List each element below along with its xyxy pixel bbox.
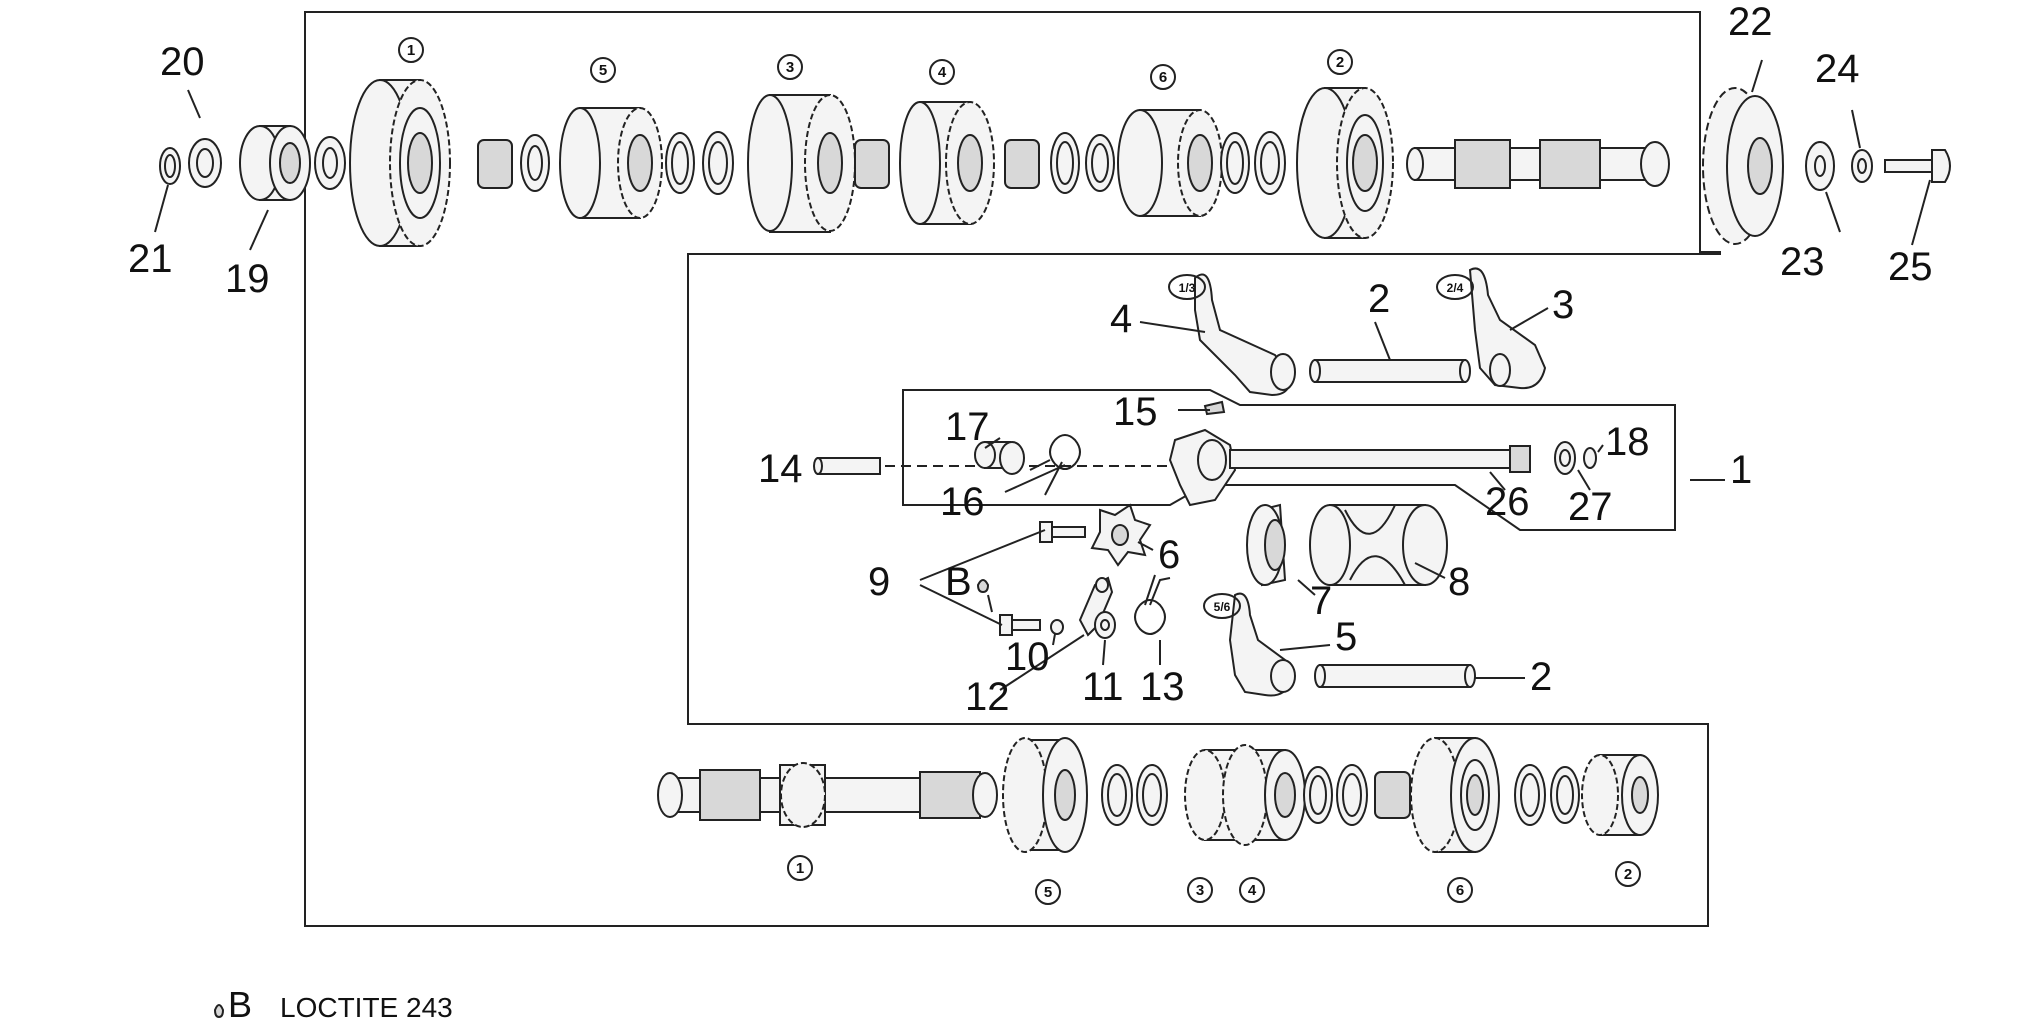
selector-group: [813, 267, 1597, 697]
callout-24: 24: [1815, 47, 1860, 91]
drop-icon: [213, 1004, 225, 1019]
gear-tags-lower: 1 5 3 4 6 2: [787, 855, 1641, 905]
gear-tag-upper-2: 2: [1336, 54, 1344, 71]
callout-8: 8: [1448, 560, 1470, 604]
gear-tag-lower-5: 5: [1044, 884, 1052, 901]
fork-tags: 1/3 2/4 5/6: [1168, 274, 1474, 619]
callout-25: 25: [1888, 245, 1933, 289]
callout-21: 21: [128, 237, 173, 281]
gear-tag-upper-4: 4: [938, 64, 947, 81]
callout-2-upper: 2: [1368, 277, 1390, 321]
diagram-frames: [304, 11, 1721, 927]
gear-tag-lower-6: 6: [1456, 882, 1464, 899]
callout-3: 3: [1552, 283, 1574, 327]
gear-tag-lower-4: 4: [1248, 882, 1257, 899]
callout-23: 23: [1780, 240, 1825, 284]
leader-lines: [154, 59, 1931, 691]
callout-5: 5: [1335, 615, 1357, 659]
legend-letter: B: [228, 984, 252, 1025]
upper-shaft-assembly: [159, 79, 1670, 247]
callout-12: 12: [965, 675, 1010, 719]
legend: B LOCTITE 243: [213, 984, 453, 1025]
callout-4: 4: [1110, 297, 1132, 341]
callout-15: 15: [1113, 390, 1158, 434]
gear-tag-upper-6: 6: [1159, 69, 1167, 86]
callout-14: 14: [758, 447, 803, 491]
gear-tag-lower-1: 1: [796, 860, 804, 877]
callout-10: 10: [1005, 635, 1050, 679]
callout-2-lower: 2: [1530, 655, 1552, 699]
lower-shaft-assembly: [657, 737, 1659, 853]
gear-tag-upper-1: 1: [407, 42, 415, 59]
gear-tag-lower-2: 2: [1624, 866, 1632, 883]
callout-6: 6: [1158, 533, 1180, 577]
callout-22: 22: [1728, 0, 1773, 44]
callout-9: 9: [868, 560, 890, 604]
callout-labels: 1 2 2 3 4 5 6 7 8 9 10 11 12 13 14 15 16…: [128, 0, 1933, 719]
output-sprocket-group: [1702, 87, 1951, 245]
callout-B: B: [945, 560, 972, 604]
callout-19: 19: [225, 257, 270, 301]
callout-16: 16: [940, 480, 985, 524]
gear-tag-upper-5: 5: [599, 62, 607, 79]
fork-tag-2-4: 2/4: [1447, 281, 1464, 295]
callout-20: 20: [160, 40, 205, 84]
callout-13: 13: [1140, 665, 1185, 709]
callout-26: 26: [1485, 480, 1530, 524]
callout-11: 11: [1082, 665, 1124, 709]
callout-17: 17: [945, 405, 990, 449]
callout-1: 1: [1730, 448, 1752, 492]
gear-tags-upper: 1 5 3 4 6 2: [398, 37, 1353, 90]
gear-tag-lower-3: 3: [1196, 882, 1204, 899]
callout-18: 18: [1605, 420, 1650, 464]
fork-tag-5-6: 5/6: [1214, 600, 1231, 614]
legend-text: LOCTITE 243: [280, 992, 453, 1023]
callout-7: 7: [1310, 579, 1332, 623]
callout-27: 27: [1568, 485, 1613, 529]
fork-tag-1-3: 1/3: [1179, 281, 1196, 295]
gear-tag-upper-3: 3: [786, 59, 794, 76]
